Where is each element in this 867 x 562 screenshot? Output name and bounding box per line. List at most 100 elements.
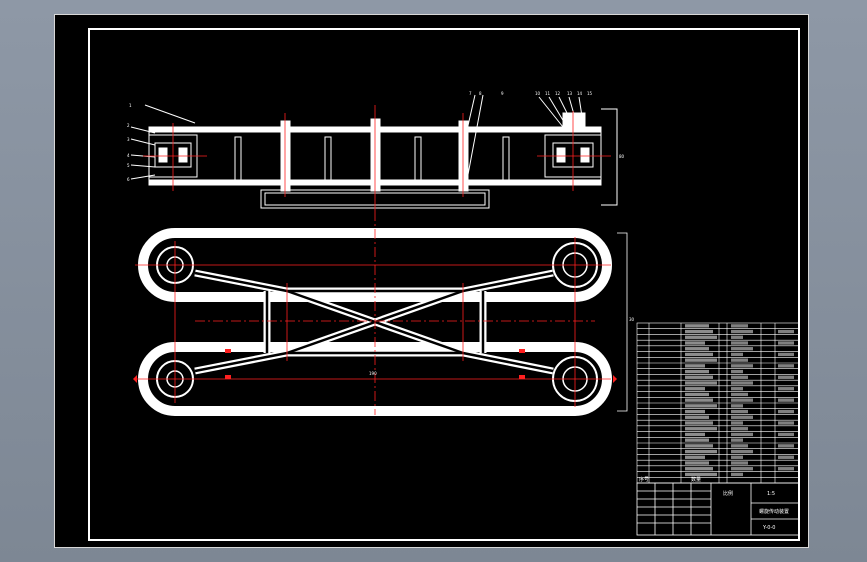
leader-4: 4 [127,153,130,158]
bom-cell-text [685,472,717,477]
bom-cell-text [778,329,794,334]
bom-cell-text [731,449,753,454]
bom-cell-text [685,358,717,362]
bom-cell-text [778,387,794,391]
dim-top-right: 80 [619,154,625,159]
top-view-centerlines [143,105,611,211]
title-block [636,482,800,536]
bom-table [636,322,800,484]
bom-cell-text [685,409,705,414]
sheet-label: 比例 [723,490,733,497]
bom-cell-text [685,421,713,425]
bom-cell-text [731,455,743,459]
bom-cell-text [685,375,713,379]
drawing-viewport[interactable]: 1 2 3 4 5 6 7 8 9 10 11 12 13 14 15 80 3… [54,14,809,548]
bom-cell-text [685,449,717,454]
bom-cell-text [778,455,794,459]
shaft-1 [280,120,291,192]
bom-header-no: 序号 [639,476,649,483]
bom-cell-text [731,387,743,391]
drawing-title: 螺旋传动装置 [759,508,789,515]
dim-plan-right: 30 [629,317,635,322]
dim-plan-center: 190 [369,371,377,376]
bom-cell-text [778,364,794,368]
bom-cell-text [731,427,748,431]
bom-cell-text [731,432,753,437]
bom-header-qty: 数量 [691,476,701,483]
bom-cell-text [778,341,794,345]
top-view [130,94,618,209]
leader-labels: 1 2 3 4 5 6 7 8 9 10 11 12 13 14 15 80 3… [127,91,635,376]
bom-cell-text [685,438,709,442]
bom-cell-text [685,381,717,385]
bom-cell-text [685,352,713,357]
bom-cell-text [685,364,705,368]
leader-9: 9 [501,91,504,96]
bom-cell-text [685,387,705,391]
bom-cell-text [731,438,743,442]
drawing-number: Y-0-0 [762,525,775,531]
bom-cell-text [778,432,794,437]
leader-5: 5 [127,163,130,168]
bom-cell-text [731,467,753,471]
bom-cell-text [731,404,743,408]
lower-track [138,342,612,416]
scale-cell: 1:5 [767,491,775,497]
bom-cell-text [731,472,743,477]
bom-cell-text [731,341,748,345]
bom-cell-text [685,324,709,328]
bom-cell-text [685,398,713,402]
leader-7: 7 [469,91,472,96]
bom-cell-text [731,335,743,339]
leader-14: 14 [577,91,583,96]
bom-cell-text [685,427,717,431]
title-block-text: 序号 数量 比例 1:5 螺旋传动装置 Y-0-0 [639,476,789,531]
shaft-2 [370,118,381,192]
bom-cell-text [685,467,713,471]
bom-cell-text [685,369,709,374]
bom-cell-text [731,324,748,328]
bom-cell-text [731,329,753,334]
bom-cell-text [685,415,709,419]
bom-cell-text [731,381,753,385]
shaft-3 [458,120,469,192]
leader-3: 3 [127,137,130,142]
bom-cell-text [778,375,794,379]
bom-cell-text [731,409,748,414]
bom-cell-text [685,335,717,339]
bom-cell-text [685,432,705,437]
plan-view-centerlines [135,211,611,415]
bom-cell-text [731,398,753,402]
leader-6: 6 [127,177,130,182]
bom-cell-text [778,398,794,402]
bom-cell-text [731,392,748,397]
leader-11: 11 [545,91,551,96]
bom-cell-text [731,421,743,425]
plan-view-markers [133,349,617,383]
leader-13: 13 [567,91,573,96]
bom-cell-text [731,358,748,362]
bom-cell-text [731,347,753,351]
bom-cell-text [731,444,748,448]
leader-10: 10 [535,91,541,96]
bom-cell-text [685,329,713,334]
bom-cell-text [731,415,753,419]
bom-cell-text [778,467,794,471]
bom-cell-text [685,461,709,465]
bom-cell-text [731,461,748,465]
leader-1: 1 [129,103,132,108]
bom-cell-text [685,392,709,397]
bom-cell-text [731,364,753,368]
drawing-border-frame [88,28,800,541]
bom-cell-text [685,455,705,459]
bom-cell-text [778,444,794,448]
bom-cell-text [778,421,794,425]
leader-2: 2 [127,123,130,128]
bom-cell-text [685,347,709,351]
bom-cell-text [731,352,743,357]
leader-15: 15 [587,91,593,96]
bom-cell-text [685,444,713,448]
leader-8: 8 [479,91,482,96]
cad-canvas: 1 2 3 4 5 6 7 8 9 10 11 12 13 14 15 80 3… [127,91,800,536]
plan-view [138,228,628,416]
